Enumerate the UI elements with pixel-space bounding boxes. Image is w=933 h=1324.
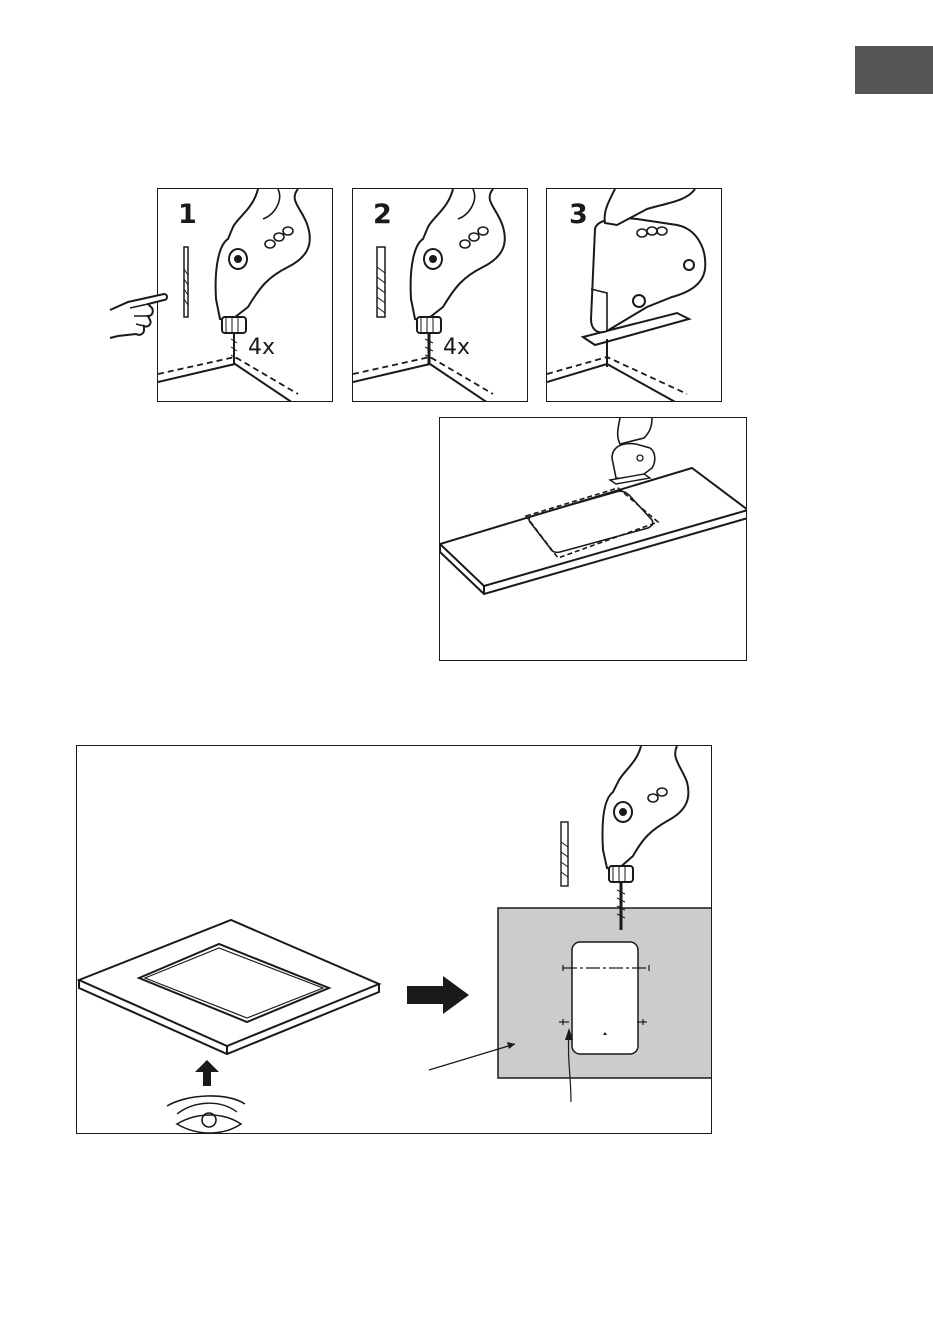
drill-icon — [561, 746, 688, 930]
up-arrow-icon — [195, 1060, 219, 1086]
step-3-number: 3 — [569, 199, 588, 230]
countertop-cutout-illustration — [440, 418, 747, 661]
language-tab — [855, 46, 933, 94]
mounting-frame — [79, 920, 379, 1054]
step-3-panel: 3 — [546, 188, 722, 402]
step-2-count: 4x — [443, 335, 470, 360]
countertop-panel — [439, 417, 747, 661]
template-panel — [76, 745, 712, 1134]
step-1-panel: 1 4x — [157, 188, 333, 402]
template-illustration — [77, 746, 712, 1134]
eye-icon — [167, 1096, 245, 1133]
step-2-panel: 2 4x — [352, 188, 528, 402]
pointing-hand-icon — [108, 288, 168, 344]
step-1-count: 4x — [248, 335, 275, 360]
step-2-number: 2 — [373, 199, 392, 230]
step-1-number: 1 — [178, 199, 197, 230]
template-cutout-outline — [572, 942, 638, 1054]
right-arrow-icon — [407, 976, 469, 1014]
